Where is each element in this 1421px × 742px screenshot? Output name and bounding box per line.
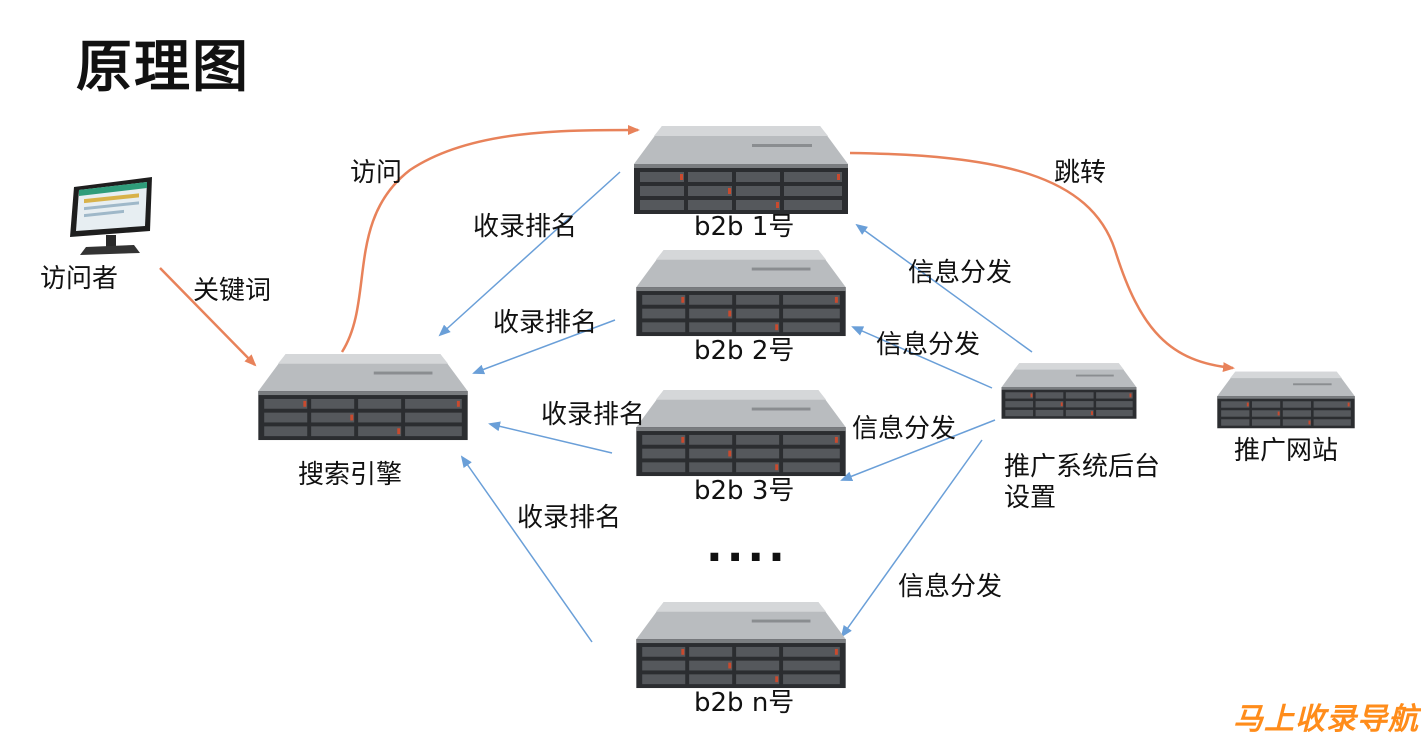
b2b-n-label: b2b n号	[694, 688, 795, 718]
rack-server-icon	[1001, 363, 1137, 419]
visitor-label: 访问者	[40, 264, 119, 294]
keyword-arrow	[159, 267, 257, 367]
visit-arrow	[340, 125, 640, 353]
info-dist-label-2: 信息分发	[876, 330, 981, 360]
index-rank-label-3: 收录排名	[541, 400, 646, 430]
ellipsis: ....	[706, 521, 789, 572]
jump-label: 跳转	[1054, 158, 1107, 188]
visit-label: 访问	[350, 158, 403, 188]
index-rank-arrow-1	[438, 171, 621, 337]
rack-server-icon	[1217, 371, 1355, 429]
index-rank-arrow-n	[460, 455, 593, 643]
index-rank-arrow-3	[488, 421, 613, 454]
keyword-label: 关键词	[193, 276, 272, 306]
rack-server-icon	[258, 353, 468, 441]
rack-server-icon	[636, 249, 846, 337]
rack-server-icon	[636, 389, 846, 477]
b2b-3-label: b2b 3号	[694, 476, 795, 506]
watermark: 马上收录导航	[1233, 702, 1419, 737]
index-rank-label-2: 收录排名	[493, 308, 598, 338]
info-dist-label-3: 信息分发	[852, 414, 957, 444]
info-dist-label-1: 信息分发	[908, 258, 1013, 288]
info-dist-arrow-3	[840, 419, 996, 482]
rack-server-icon	[634, 126, 848, 214]
backend-label: 推广系统后台设置	[1004, 452, 1161, 514]
info-dist-arrow-1	[855, 223, 1033, 353]
index-rank-label-n: 收录排名	[517, 503, 622, 533]
jump-arrow	[849, 151, 1235, 373]
info-dist-label-n: 信息分发	[898, 572, 1003, 602]
index-rank-label-1: 收录排名	[473, 212, 578, 242]
b2b-2-label: b2b 2号	[694, 336, 795, 366]
index-rank-arrow-2	[472, 319, 616, 375]
rack-server-icon	[636, 601, 846, 689]
page-title: 原理图	[76, 35, 250, 100]
search-engine-label: 搜索引擎	[298, 460, 403, 490]
info-dist-arrow-2	[851, 326, 993, 389]
desktop-monitor-icon	[70, 177, 152, 255]
b2b-1-label: b2b 1号	[694, 212, 795, 242]
info-dist-arrow-n	[840, 439, 983, 638]
promo-site-label: 推广网站	[1234, 436, 1339, 466]
